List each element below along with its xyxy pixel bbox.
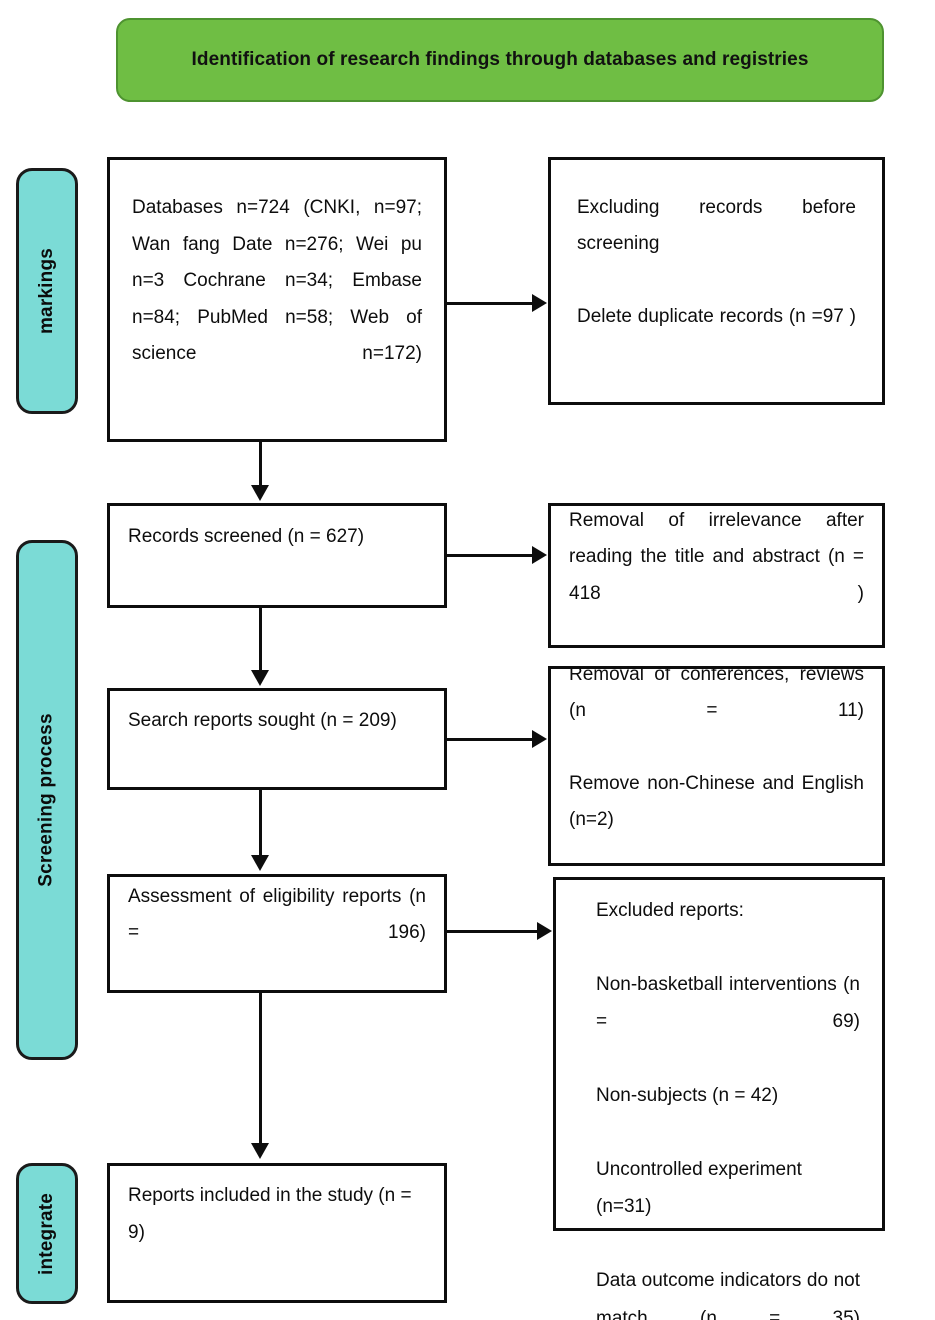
flow-box-records-screened-text: Records screened (n = 627) [128,526,365,548]
flow-box-search-reports-sought: Search reports sought (n = 209) [107,688,447,790]
stage-label-integrate-text: integrate [36,1192,58,1275]
stage-label-screening-process-text: Screening process [36,713,58,887]
flow-box-assessment-of-eligibility-text: Assessment of eligibility reports (n = 1… [128,885,426,944]
excluding-records-line-1: Excluding records before screening [577,196,856,255]
flow-box-databases-text: Databases n=724 (CNKI, n=97; Wan fang Da… [132,197,422,364]
excluded-reports-item: Uncontrolled experiment (n=31) [596,1159,802,1218]
excluded-reports-item: Non-subjects (n = 42) [596,1085,779,1107]
connector-eligibility-to-included [259,993,262,1145]
flow-box-reports-included-text: Reports included in the study (n = 9) [128,1185,412,1243]
excluded-reports-item: Non-basketball interventions (n = 69) [596,974,860,1033]
flow-box-removal-of-irrelevance: Removal of irrelevance after reading the… [548,503,885,648]
stage-label-markings-text: markings [36,247,57,335]
stage-label-screening-process: Screening process [16,540,78,1060]
connector-eligibility-to-excluded [447,930,538,933]
connector-screened-to-irrelevance [447,554,533,557]
page-title: Identification of research findings thro… [191,49,809,70]
removal-conferences-line-2: Remove non-Chinese and English (n=2) [569,773,864,831]
flow-box-excluded-reports: Excluded reports: Non-basketball interve… [553,877,885,1320]
flow-box-reports-included: Reports included in the study (n = 9) [107,1163,447,1303]
flow-box-records-screened: Records screened (n = 627) [107,503,447,608]
arrow-head-down-icon [251,485,269,501]
arrow-head-down-icon [251,1143,269,1159]
excluding-records-line-2: Delete duplicate records (n =97 ) [577,306,856,328]
diagram-header-banner: Identification of research findings thro… [116,18,884,102]
flow-box-databases: Databases n=724 (CNKI, n=97; Wan fang Da… [107,157,447,442]
arrow-head-right-icon [537,922,552,940]
connector-sought-to-conferences [447,738,533,741]
excluded-reports-item: Data outcome indicators do not match (n … [596,1270,860,1320]
arrow-head-right-icon [532,294,547,312]
arrow-head-right-icon [532,546,547,564]
flow-box-search-reports-sought-text: Search reports sought (n = 209) [128,709,397,731]
flow-box-assessment-of-eligibility: Assessment of eligibility reports (n = 1… [107,874,447,993]
arrow-head-down-icon [251,670,269,686]
arrow-head-down-icon [251,855,269,871]
flow-box-excluding-records-before-screening: Excluding records before screening Delet… [548,157,885,405]
excluded-reports-heading: Excluded reports: [596,900,744,921]
stage-label-markings: markings [16,168,78,414]
connector-databases-to-excluding [447,302,533,305]
arrow-head-right-icon [532,730,547,748]
removal-irrelevance-line-1: Removal of irrelevance after reading the… [569,509,864,604]
connector-screened-to-sought [259,608,262,672]
connector-sought-to-eligibility [259,790,262,857]
flow-box-removal-of-conferences: Removal of conferences, reviews (n = 11)… [548,664,885,866]
stage-label-integrate: integrate [16,1163,78,1304]
removal-conferences-line-1: Removal of conferences, reviews (n = 11) [569,663,864,722]
connector-databases-to-screened [259,442,262,487]
